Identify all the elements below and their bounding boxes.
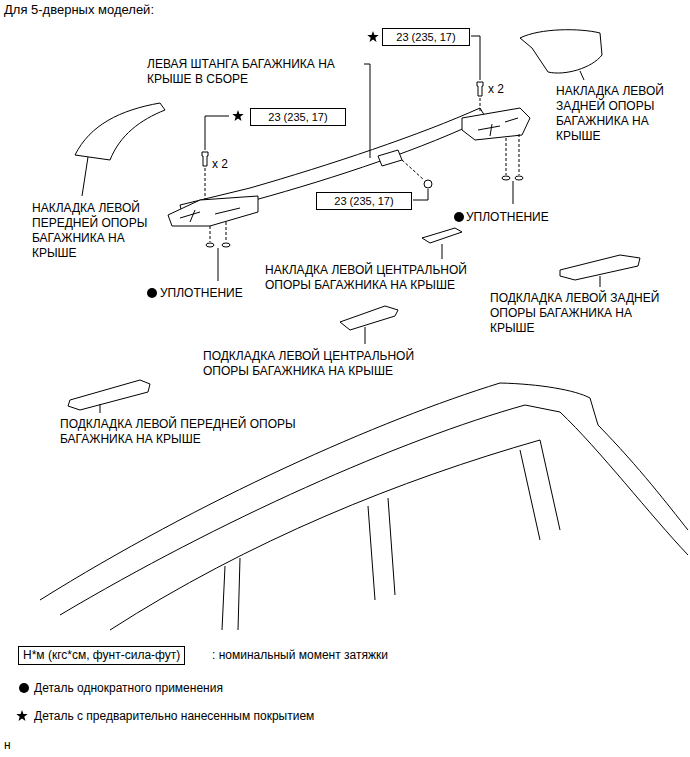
front-pad <box>68 380 150 410</box>
legend-torque-box: Н*м (кгс*см, фунт-сила-фут) <box>18 646 185 665</box>
torque-box: 23 (235, 17) <box>382 28 470 46</box>
box-text: 23 (235, 17) <box>396 31 455 43</box>
leader-line <box>413 189 428 200</box>
seal <box>222 243 230 247</box>
precoated-star <box>232 110 243 121</box>
support-detail <box>180 208 240 222</box>
precoated-star <box>367 31 378 42</box>
center-bracket <box>378 150 402 166</box>
parts <box>68 30 640 410</box>
legend-text: Деталь однократного применения <box>34 681 223 696</box>
legend-text: : номинальный момент затяжки <box>212 648 388 663</box>
torque-box: 23 (235, 17) <box>250 108 346 126</box>
box-text: 23 (235, 17) <box>268 111 327 123</box>
leader-line <box>82 157 88 196</box>
nut <box>424 180 432 188</box>
part-name: УПЛОТНЕНИЕ <box>160 286 243 301</box>
quantity: x 2 <box>488 82 504 97</box>
part-name: ПОДКЛАДКА ЛЕВОЙ ЗАДНЕЙ ОПОРЫ БАГАЖНИКА Н… <box>490 291 675 336</box>
bolt <box>477 82 483 96</box>
symbols <box>147 31 464 298</box>
precoated-star <box>16 710 27 721</box>
seal <box>502 176 510 180</box>
leader-line <box>365 327 366 344</box>
quantity: x 2 <box>212 157 228 172</box>
dashed-line <box>480 98 481 112</box>
leader-line <box>205 116 229 150</box>
pillar <box>368 498 395 600</box>
leader-line <box>100 404 101 413</box>
pillar <box>222 558 240 630</box>
part-name: УПЛОТНЕНИЕ <box>466 210 549 225</box>
rear-support <box>462 108 530 140</box>
leader-lines <box>82 36 600 413</box>
page-mark: н <box>4 738 11 753</box>
rear-cover <box>520 30 602 73</box>
single-use-dot <box>19 683 29 693</box>
leader-line <box>513 181 514 204</box>
single-use-dot <box>147 288 157 298</box>
leader-line <box>471 36 480 80</box>
roof-edge <box>40 383 598 600</box>
seal <box>206 243 214 247</box>
bolt <box>202 152 208 166</box>
rear-hatch-line <box>560 412 688 555</box>
leader-line <box>600 276 601 287</box>
leader-line <box>580 71 584 80</box>
part-name: НАКЛАДКА ЛЕВОЙ ЦЕНТРАЛЬНОЙ ОПОРЫ БАГАЖНИ… <box>265 263 500 293</box>
car-body <box>40 383 688 630</box>
dashed-line <box>506 134 519 175</box>
roof-drip-line <box>60 405 560 615</box>
dashed-line <box>402 160 424 180</box>
legend-text: Деталь с предварительно нанесенным покры… <box>34 709 314 724</box>
torque-box: 23 (235, 17) <box>316 192 412 210</box>
box-text: 23 (235, 17) <box>334 195 393 207</box>
front-cover <box>75 103 165 160</box>
leader-line <box>364 64 370 158</box>
part-name: НАКЛАДКА ЛЕВОЙ ПЕРЕДНЕЙ ОПОРЫ БАГАЖНИКА … <box>32 201 162 261</box>
box-text: Н*м (кгс*см, фунт-сила-фут) <box>23 648 180 662</box>
roof-rack-rail <box>168 108 530 226</box>
leader-line <box>442 244 443 259</box>
dashed-line <box>205 168 206 200</box>
support-detail <box>478 118 518 136</box>
legend-symbol <box>17 681 31 695</box>
seal <box>515 176 523 180</box>
front-support <box>168 196 258 226</box>
center-pad <box>340 306 398 330</box>
leader-line <box>218 248 219 281</box>
window-line <box>110 440 540 630</box>
rear-hatch-line <box>598 425 688 530</box>
part-name: ПОДКЛАДКА ЛЕВОЙ ПЕРЕДНЕЙ ОПОРЫ БАГАЖНИКА… <box>60 417 332 447</box>
single-use-dot <box>454 212 464 222</box>
legend-symbol <box>15 709 29 723</box>
part-name: ЛЕВАЯ ШТАНГА БАГАЖНИКА НА КРЫШЕ В СБОРЕ <box>147 57 359 87</box>
part-name: НАКЛАДКА ЛЕВОЙ ЗАДНЕЙ ОПОРЫ БАГАЖНИКА НА… <box>556 84 681 144</box>
part-name: ПОДКЛАДКА ЛЕВОЙ ЦЕНТРАЛЬНОЙ ОПОРЫ БАГАЖН… <box>203 349 448 379</box>
pillar <box>520 440 560 540</box>
dashed-line <box>210 222 226 242</box>
center-cover <box>422 228 462 243</box>
page-title: Для 5-дверных моделей: <box>4 2 154 17</box>
